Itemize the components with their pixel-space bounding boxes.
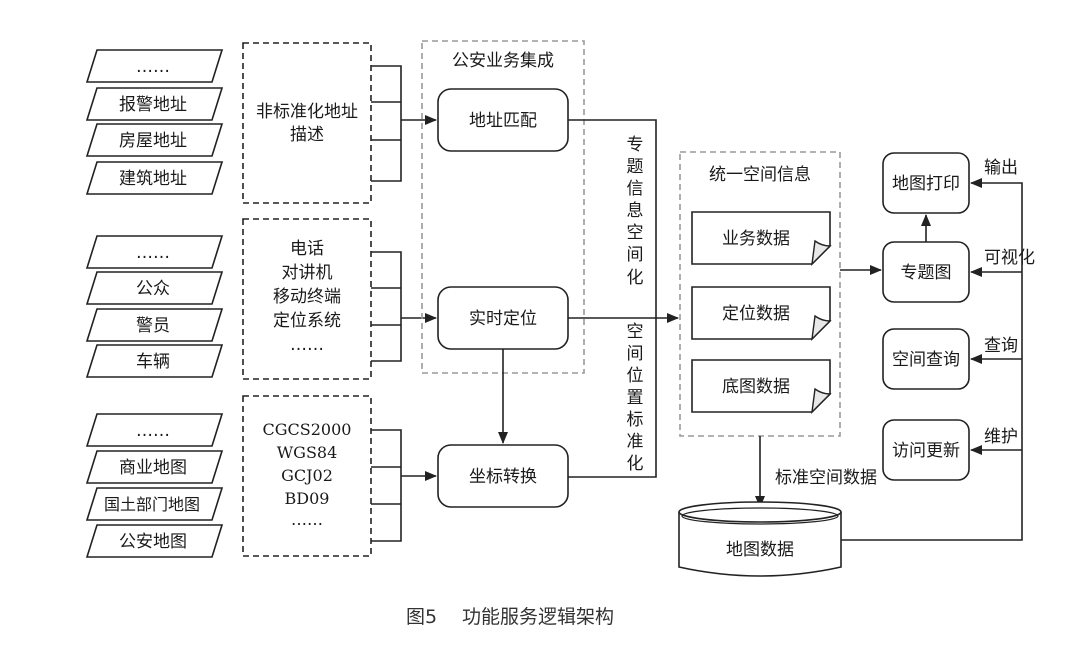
desc-text: GCJ02 <box>281 466 333 485</box>
input-label: …… <box>136 243 170 263</box>
desc-box-address <box>242 42 372 204</box>
desc-text: …… <box>291 510 323 529</box>
coordinate-conversion-label: 坐标转换 <box>469 467 537 487</box>
input-label: 商业地图 <box>119 458 187 478</box>
caption-title: 功能服务逻辑架构 <box>462 606 614 628</box>
desc-text: BD09 <box>285 489 330 508</box>
desc-box-coordinates <box>242 395 372 557</box>
desc-text: 定位系统 <box>273 311 341 331</box>
svg-text:信: 信 <box>627 179 644 199</box>
input-label: 国土部门地图 <box>104 495 200 514</box>
thematic-spatialization-label: 专 题 信 息 空 间 化 <box>627 135 644 288</box>
input-group-positioning: …… 公众 警员 车辆 <box>85 235 224 378</box>
coordinate-conversion-box <box>437 444 569 508</box>
svg-text:专: 专 <box>627 135 644 155</box>
merge-connector <box>568 119 657 478</box>
svg-text:准: 准 <box>627 432 644 452</box>
input-parallelogram <box>85 271 224 305</box>
input-parallelogram <box>85 87 224 121</box>
business-data-label: 业务数据 <box>722 229 790 249</box>
input-parallelogram <box>85 413 224 447</box>
maintain-label: 维护 <box>984 427 1018 447</box>
business-data-doc: 业务数据 <box>691 211 832 266</box>
input-parallelogram <box>85 524 224 558</box>
input-label: …… <box>136 57 170 77</box>
bracket-connector <box>371 65 436 182</box>
desc-text: 非标准化地址 <box>256 102 358 122</box>
input-parallelogram <box>85 308 224 342</box>
position-data-doc: 定位数据 <box>691 286 832 341</box>
integration-title: 公安业务集成 <box>452 51 554 71</box>
desc-text: 描述 <box>290 125 324 145</box>
visualize-label: 可视化 <box>984 248 1035 268</box>
input-label: 房屋地址 <box>119 131 187 151</box>
svg-text:间: 间 <box>627 344 644 364</box>
address-match-label: 地址匹配 <box>469 111 537 131</box>
bracket-connector <box>371 251 436 362</box>
svg-text:息: 息 <box>627 201 644 221</box>
input-label: 车辆 <box>136 352 170 372</box>
svg-text:间: 间 <box>627 245 644 265</box>
svg-text:题: 题 <box>627 157 644 177</box>
input-parallelogram <box>85 487 224 521</box>
input-group-address: …… 报警地址 房屋地址 建筑地址 <box>85 49 224 195</box>
unified-title: 统一空间信息 <box>709 165 811 185</box>
output-label: 输出 <box>984 158 1018 178</box>
input-label: 警员 <box>136 316 170 336</box>
map-database-cylinder: 地图数据 <box>678 501 842 577</box>
svg-text:空: 空 <box>627 223 644 243</box>
input-label: 公众 <box>136 279 170 299</box>
svg-text:化: 化 <box>627 268 644 288</box>
input-parallelogram <box>85 344 224 378</box>
access-update-box <box>882 419 970 481</box>
input-group-coordinates: …… 商业地图 国土部门地图 公安地图 <box>85 413 224 558</box>
output-feedback-line <box>841 178 1023 541</box>
spatial-query-label: 空间查询 <box>892 350 960 370</box>
input-parallelogram <box>85 235 224 269</box>
input-label: …… <box>136 421 170 441</box>
map-print-box <box>882 152 970 214</box>
position-data-label: 定位数据 <box>722 304 790 324</box>
desc-box-positioning <box>242 218 372 380</box>
bracket-connector <box>371 429 436 542</box>
svg-text:置: 置 <box>627 388 644 408</box>
thematic-map-label: 专题图 <box>901 263 952 283</box>
basemap-data-label: 底图数据 <box>722 377 790 397</box>
standard-spatial-data-label: 标准空间数据 <box>775 468 877 488</box>
desc-text: CGCS2000 <box>263 420 352 439</box>
svg-text:化: 化 <box>627 454 644 474</box>
map-print-label: 地图打印 <box>892 174 960 194</box>
basemap-data-doc: 底图数据 <box>691 359 832 414</box>
desc-text: 移动终端 <box>273 287 341 307</box>
desc-text: 电话 <box>290 239 324 259</box>
position-standardization-label: 空 间 位 置 标 准 化 <box>627 322 644 474</box>
realtime-positioning-label: 实时定位 <box>469 309 537 329</box>
access-update-label: 访问更新 <box>892 441 960 461</box>
input-label: 建筑地址 <box>119 169 187 189</box>
spatial-query-box <box>882 328 970 390</box>
caption-figure-number: 图5 <box>406 606 437 628</box>
svg-text:标: 标 <box>627 410 644 430</box>
input-label: 报警地址 <box>119 95 187 115</box>
desc-text: …… <box>290 335 324 355</box>
query-label: 查询 <box>984 336 1018 356</box>
input-parallelogram <box>85 123 224 157</box>
input-parallelogram <box>85 161 224 195</box>
desc-text: WGS84 <box>277 443 338 462</box>
svg-text:位: 位 <box>627 366 644 386</box>
input-parallelogram <box>85 450 224 484</box>
input-label: 公安地图 <box>119 532 187 552</box>
desc-text: 对讲机 <box>282 263 333 283</box>
map-database-label: 地图数据 <box>726 540 794 560</box>
svg-text:空: 空 <box>627 322 644 342</box>
input-parallelogram <box>85 49 224 83</box>
